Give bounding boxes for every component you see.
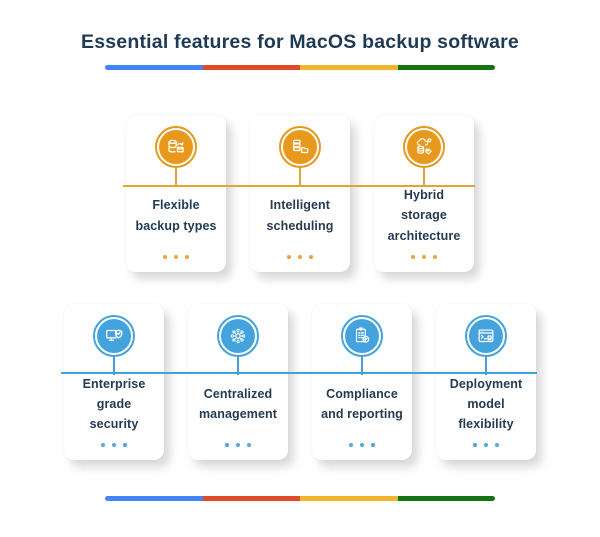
- feature-card-centralized-management: Centralized management: [188, 304, 288, 460]
- connector-line-blue: [61, 372, 537, 374]
- connector-stem: [113, 354, 115, 375]
- ellipsis-dots: [250, 255, 350, 259]
- connector-stem: [423, 165, 425, 186]
- feature-label: Enterprise grade security: [82, 376, 146, 432]
- bar-segment-green: [397, 65, 495, 70]
- icon-badge: [155, 126, 197, 168]
- feature-label: Deployment model flexibility: [449, 376, 523, 432]
- connector-line-orange: [123, 185, 475, 187]
- icon-badge: [93, 315, 135, 357]
- security-icon: [106, 329, 123, 341]
- bar-segment-red: [202, 496, 300, 501]
- bar-segment-green: [397, 496, 495, 501]
- icon-badge-core: [469, 319, 503, 353]
- icon-badge-core: [283, 130, 317, 164]
- icon-badge-core: [159, 130, 193, 164]
- management-icon: [230, 328, 246, 344]
- feature-card-intelligent-scheduling: Intelligent scheduling: [250, 115, 350, 272]
- ellipsis-dots: [436, 443, 536, 447]
- bar-segment-red: [202, 65, 300, 70]
- ellipsis-dots: [374, 255, 474, 259]
- page-title: Essential features for MacOS backup soft…: [81, 31, 519, 53]
- bar-segment-blue: [105, 496, 203, 501]
- feature-label: Compliance and reporting: [321, 386, 403, 421]
- divider-bar-bottom: [105, 496, 495, 501]
- feature-card-enterprise-grade-security: Enterprise grade security: [64, 304, 164, 460]
- feature-label: Flexible backup types: [135, 198, 217, 233]
- feature-card-hybrid-storage-architecture: Hybrid storage architecture: [374, 115, 474, 272]
- feature-card-deployment-model-flexibility: Deployment model flexibility: [436, 304, 536, 460]
- bar-segment-blue: [105, 65, 203, 70]
- connector-stem: [175, 165, 177, 186]
- icon-badge-core: [407, 130, 441, 164]
- icon-badge-core: [345, 319, 379, 353]
- backup-types-icon: [168, 139, 184, 153]
- hybrid-storage-icon: [416, 138, 432, 155]
- icon-badge: [217, 315, 259, 357]
- connector-stem: [361, 354, 363, 375]
- ellipsis-dots: [188, 443, 288, 447]
- connector-stem: [299, 165, 301, 186]
- feature-label: Hybrid storage architecture: [387, 188, 461, 243]
- feature-label: Centralized management: [198, 386, 278, 421]
- ellipsis-dots: [64, 443, 164, 447]
- bar-segment-yellow: [300, 496, 398, 501]
- icon-badge-core: [97, 319, 131, 353]
- connector-stem: [485, 354, 487, 375]
- icon-badge: [279, 126, 321, 168]
- ellipsis-dots: [312, 443, 412, 447]
- feature-row-bottom: Enterprise grade security: [61, 304, 537, 460]
- divider-bar-top: [105, 65, 495, 70]
- icon-badge: [465, 315, 507, 357]
- scheduling-icon: [292, 139, 309, 154]
- feature-label: Intelligent scheduling: [266, 198, 334, 233]
- feature-card-flexible-backup-types: Flexible backup types: [126, 115, 226, 272]
- icon-badge-core: [221, 319, 255, 353]
- ellipsis-dots: [126, 255, 226, 259]
- icon-badge: [403, 126, 445, 168]
- feature-row-top: Flexible backup types Intelligent schedu…: [123, 115, 475, 272]
- feature-card-compliance-and-reporting: Compliance and reporting: [312, 304, 412, 460]
- bar-segment-yellow: [300, 65, 398, 70]
- compliance-icon: [355, 327, 370, 343]
- icon-badge: [341, 315, 383, 357]
- deployment-icon: [478, 329, 494, 343]
- connector-stem: [237, 354, 239, 375]
